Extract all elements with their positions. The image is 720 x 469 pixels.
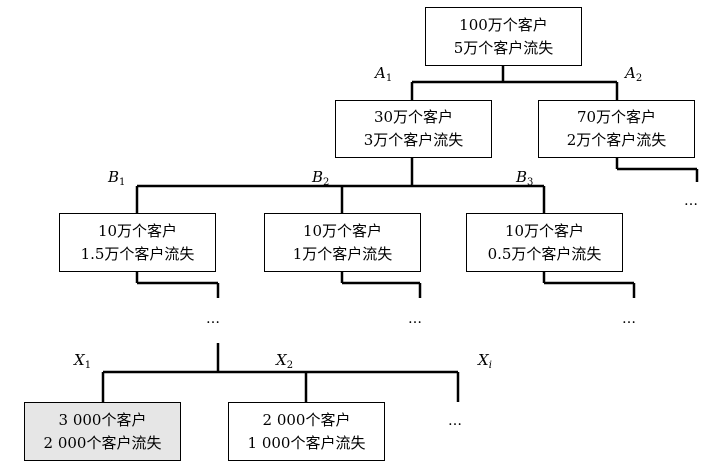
label-a1: A1 <box>375 64 393 84</box>
node-x2: 2 000个客户 1 000个客户流失 <box>228 402 385 461</box>
node-x2-churn: 1 000个客户流失 <box>247 433 366 452</box>
label-xi: Xi <box>478 351 492 371</box>
node-root: 100万个客户 5万个客户流失 <box>425 7 582 66</box>
label-x1: X1 <box>74 351 92 371</box>
node-b2-churn: 1万个客户流失 <box>292 244 393 263</box>
node-a1-churn: 3万个客户流失 <box>363 131 464 149</box>
node-b2: 10万个客户 1万个客户流失 <box>264 213 421 272</box>
node-b3: 10万个客户 0.5万个客户流失 <box>466 213 623 272</box>
node-a2-churn: 2万个客户流失 <box>566 131 667 149</box>
ellipsis-b1: … <box>206 311 221 327</box>
node-root-customers: 100万个客户 <box>459 15 548 34</box>
node-x1: 3 000个客户 2 000个客户流失 <box>24 402 181 461</box>
ellipsis-b3: … <box>622 311 637 327</box>
node-b3-churn: 0.5万个客户流失 <box>487 244 602 263</box>
ellipsis-b2: … <box>408 311 423 327</box>
node-b1: 10万个客户 1.5万个客户流失 <box>59 213 216 272</box>
node-x1-customers: 3 000个客户 <box>58 410 147 429</box>
ellipsis-a2: … <box>684 193 699 209</box>
node-b1-churn: 1.5万个客户流失 <box>80 244 195 263</box>
node-a1: 30万个客户 3万个客户流失 <box>335 100 492 158</box>
node-x2-customers: 2 000个客户 <box>262 410 351 429</box>
label-b2: B2 <box>312 168 330 188</box>
node-a2: 70万个客户 2万个客户流失 <box>538 100 695 158</box>
node-b2-customers: 10万个客户 <box>302 221 383 240</box>
label-b3: B3 <box>516 168 534 188</box>
label-x2: X2 <box>276 351 294 371</box>
node-b3-customers: 10万个客户 <box>504 221 585 240</box>
label-b1: B1 <box>108 168 126 188</box>
node-b1-customers: 10万个客户 <box>97 221 178 240</box>
node-root-churn: 5万个客户流失 <box>453 38 554 57</box>
node-x1-churn: 2 000个客户流失 <box>43 433 162 452</box>
label-a2: A2 <box>625 64 643 84</box>
node-a1-customers: 30万个客户 <box>373 108 454 126</box>
ellipsis-x: … <box>448 413 463 429</box>
node-a2-customers: 70万个客户 <box>576 108 657 126</box>
